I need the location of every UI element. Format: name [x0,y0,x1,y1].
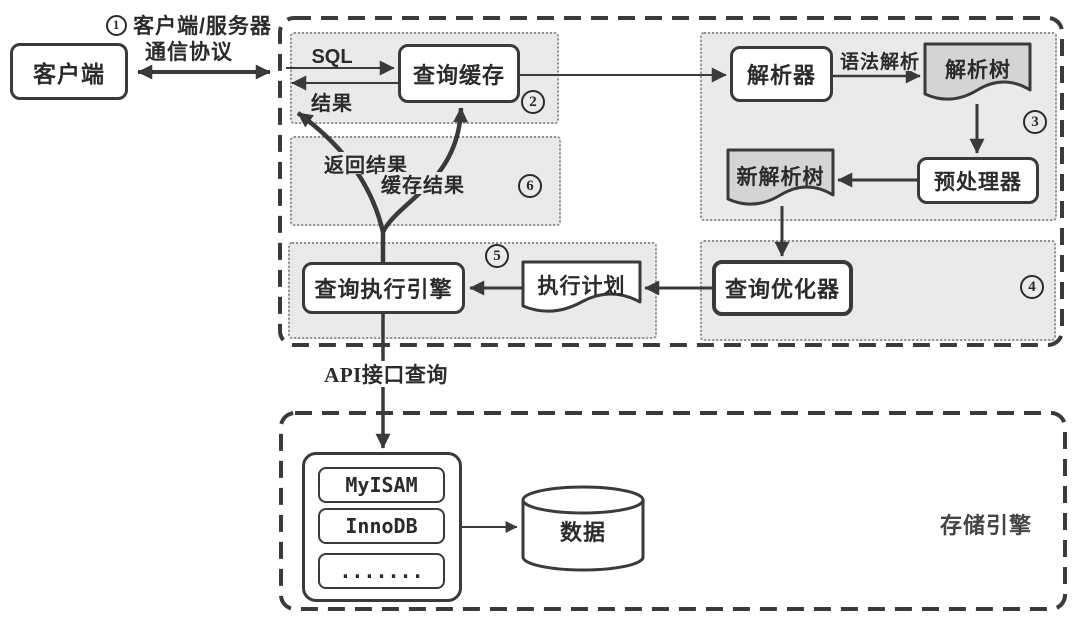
engine-myisam-box: MyISAM [318,467,445,503]
query-optimizer-label: 查询优化器 [724,277,840,302]
sql-label: SQL [311,45,353,68]
syntax-parse-label: 语法解析 [837,49,923,73]
step-1-circled-number: 1 [106,14,128,36]
query-cache-label: 查询缓存 [412,62,505,88]
new-parse-tree-label: 新解析树 [736,166,825,189]
query-optimizer-box: 查询优化器 [712,260,853,316]
engine-innodb-box: InnoDB [318,508,445,544]
execution-engine-box: 查询执行引擎 [302,262,465,314]
parse-tree-label: 解析树 [945,59,1011,82]
execution-engine-label: 查询执行引擎 [314,277,453,302]
step-3-circled-number: 3 [1023,110,1047,134]
data-cylinder-top [521,485,645,515]
client-label: 客户端 [33,60,105,87]
preprocessor-label: 预处理器 [934,170,1022,194]
api-query-label: API接口查询 [324,361,448,387]
parser-box: 解析器 [730,46,833,102]
query-cache-box: 查询缓存 [398,44,520,103]
step-2-circled-number: 2 [521,90,545,114]
protocol-title: 客户端/服务器 [133,15,272,38]
preprocessor-box: 预处理器 [917,157,1039,204]
parser-label: 解析器 [746,63,816,88]
protocol-subtitle: 通信协议 [145,41,233,64]
step-6-circled-number: 6 [518,174,542,198]
client-box: 客户端 [10,43,128,100]
step-4-circled-number: 4 [1020,275,1044,299]
data-cylinder-label: 数据 [559,520,606,545]
storage-engine-label: 存储引擎 [939,513,1032,538]
engine-others-box: ....... [318,553,445,589]
step-5-circled-number: 5 [485,244,509,268]
execution-plan-label: 执行计划 [537,275,626,298]
protocol-caption-line1: 1 客户端/服务器 [100,12,278,38]
cache-result-label: 缓存结果 [377,172,469,197]
protocol-caption-line2: 通信协议 [100,39,278,64]
result-label: 结果 [311,92,353,115]
